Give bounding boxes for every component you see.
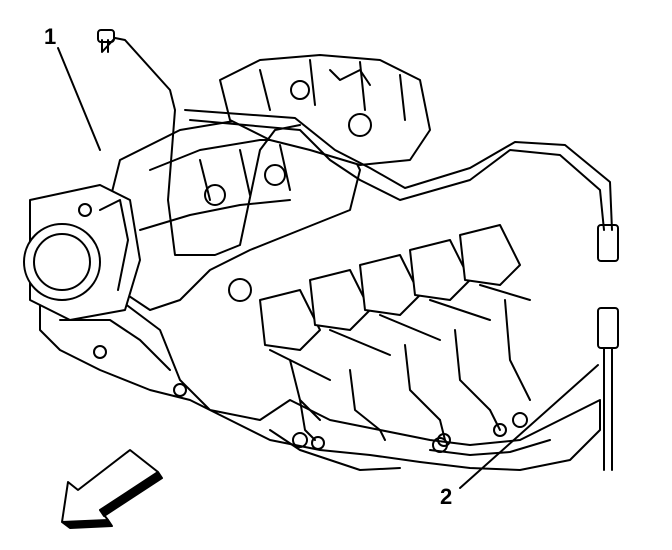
ignition-coil-pack [259,224,531,431]
callout-2-label: 2 [440,484,452,509]
callout-2-leader [459,364,599,489]
throttle-body [23,184,141,321]
upper-rear-assembly [219,54,431,166]
callout-1-label: 1 [44,24,56,49]
arrow-front-icon [61,449,163,529]
callout-1-leader [57,47,101,151]
spark-plug-wires [299,399,507,450]
cylinder-head-block [39,299,601,471]
vapor-pipe [97,29,619,471]
